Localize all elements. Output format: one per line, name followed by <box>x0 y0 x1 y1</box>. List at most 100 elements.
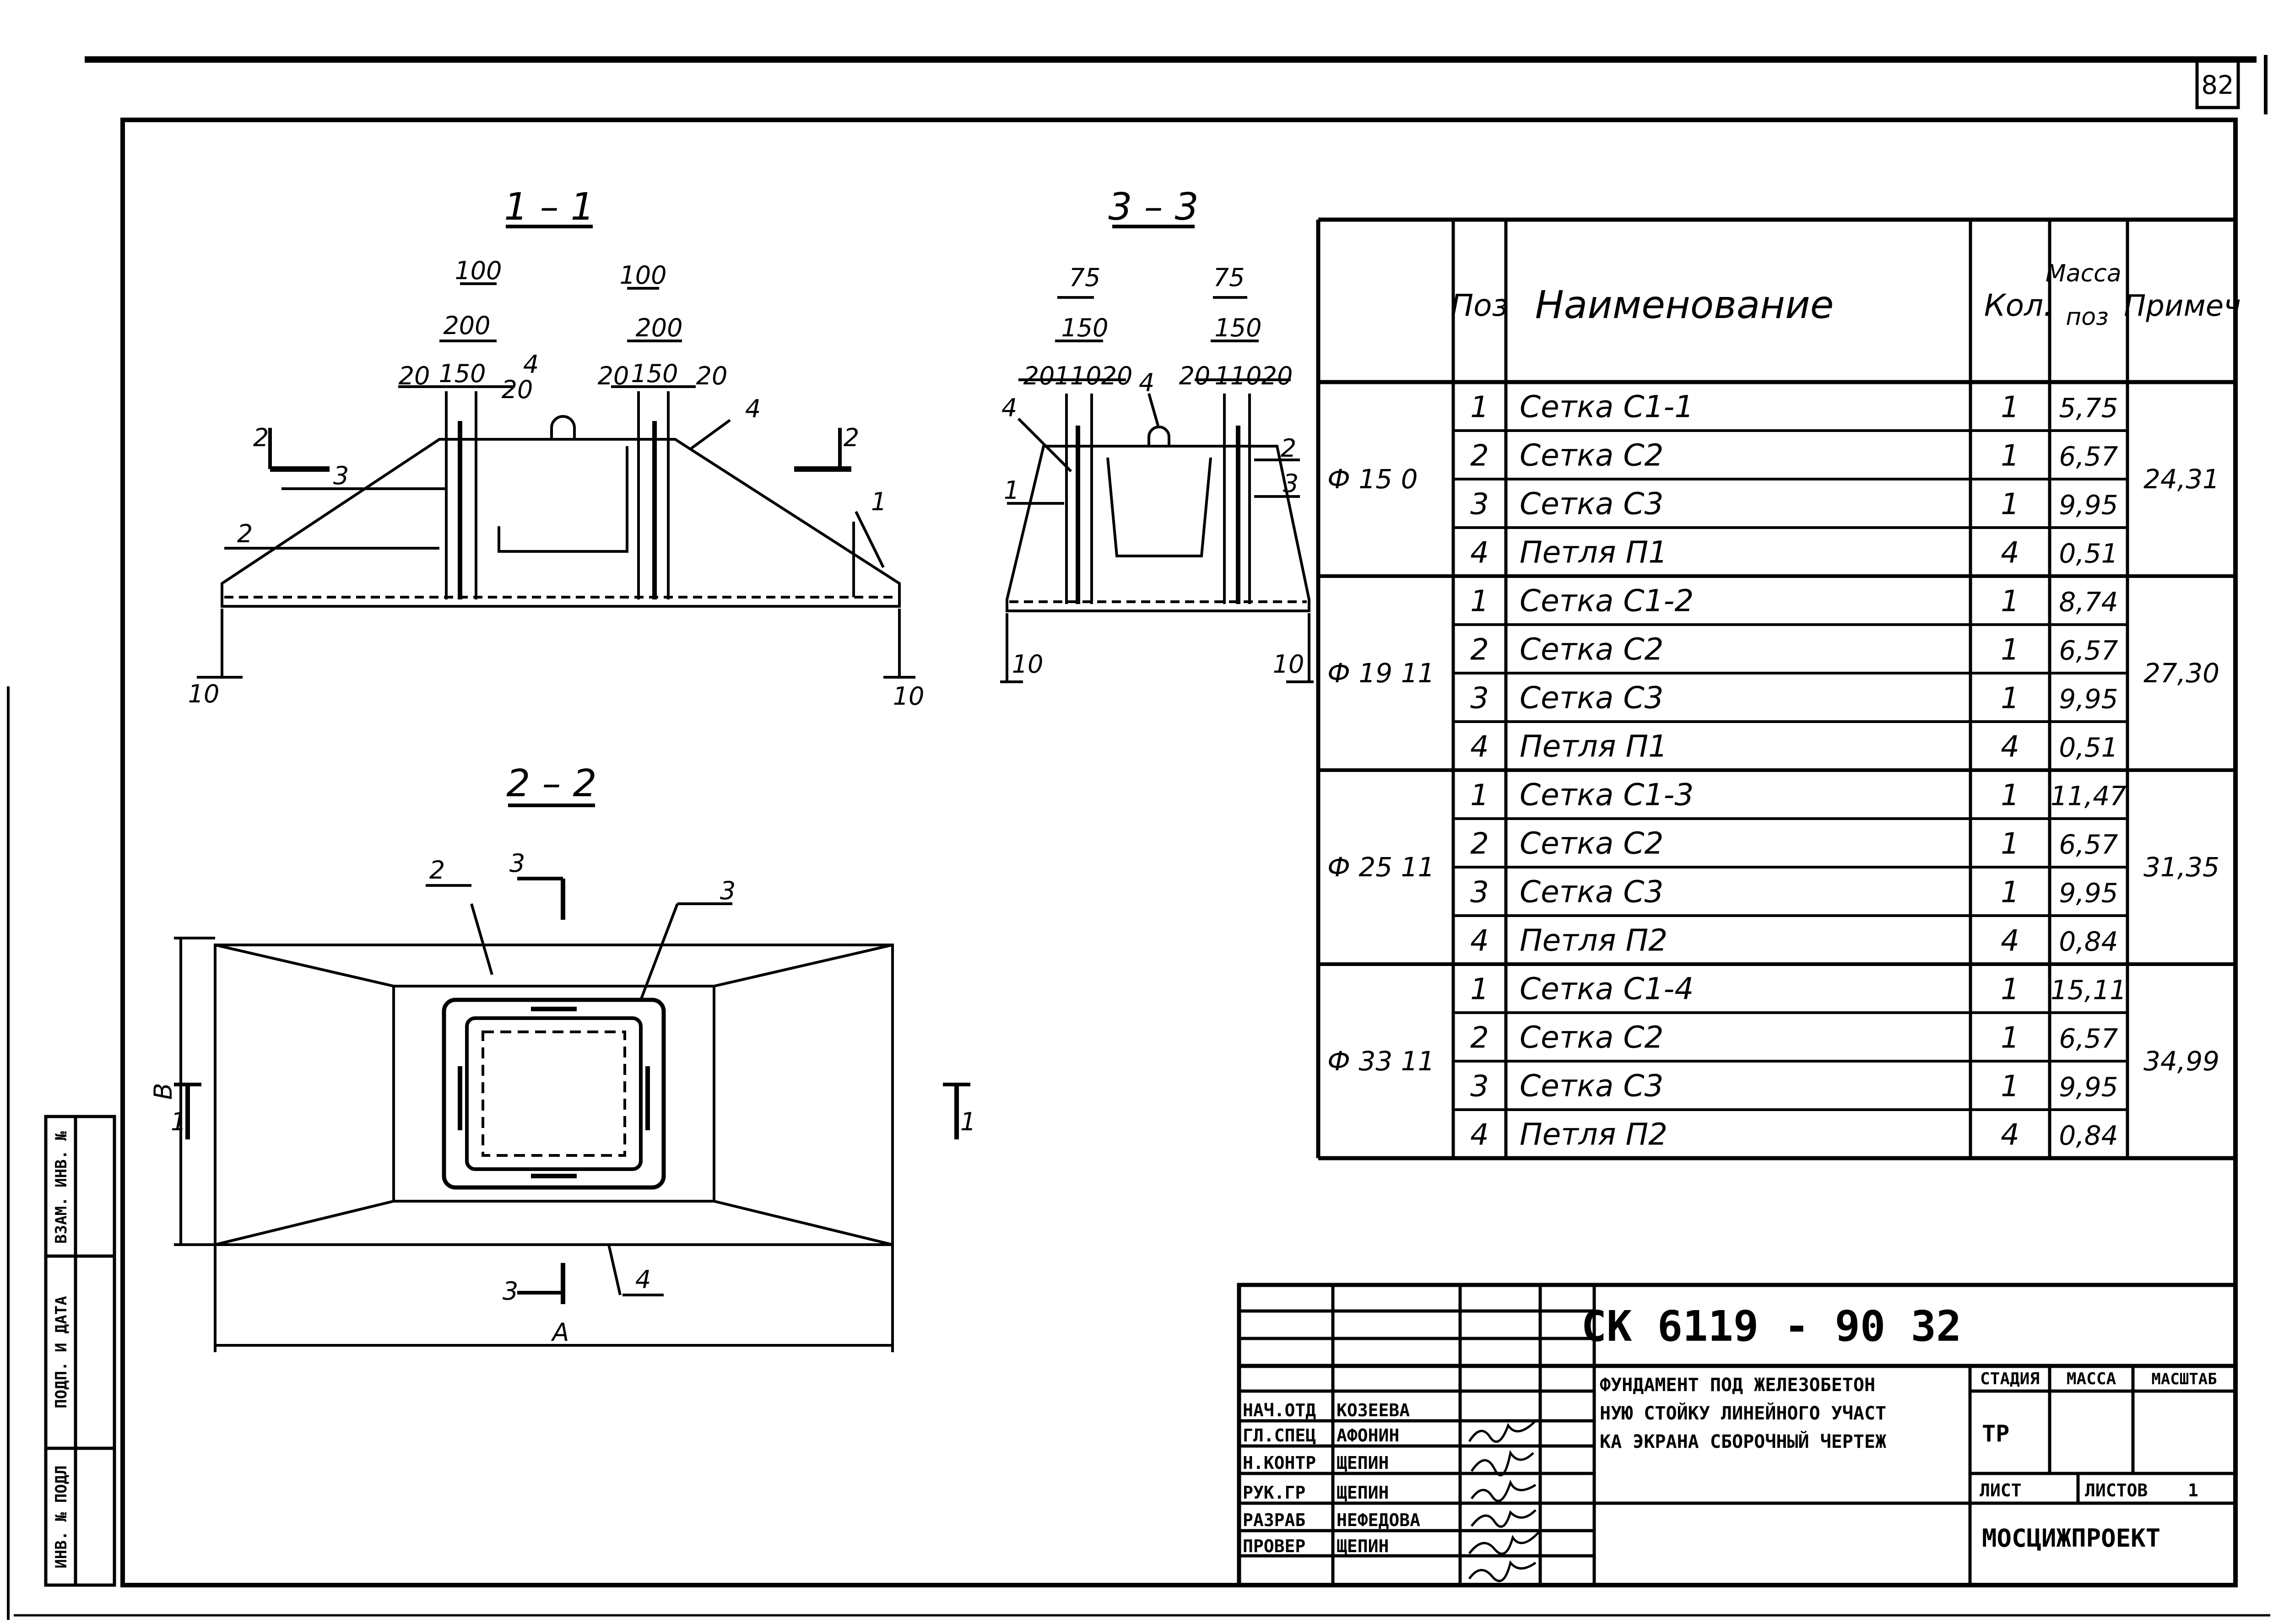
row-qty: 1 <box>2001 875 2019 909</box>
title-person: ЩЕПИН <box>1337 1483 1389 1503</box>
row-mass: 9,95 <box>2059 877 2118 908</box>
row-name: Петля П1 <box>1520 534 1667 570</box>
section-title-3-3: 3 – 3 <box>1108 185 1198 229</box>
row-name: Сетка С3 <box>1520 1068 1664 1103</box>
title-person: ЩЕПИН <box>1337 1536 1389 1556</box>
row-qty: 1 <box>2001 487 2019 521</box>
row-qty: 1 <box>2001 972 2019 1006</box>
row-name: Сетка С2 <box>1520 437 1664 473</box>
dim-20-f: 20 <box>1101 361 1133 390</box>
group-total: 31,35 <box>2143 852 2219 883</box>
dim-100-a: 100 <box>455 256 502 285</box>
group-mark: Ф 15 0 <box>1327 464 1418 495</box>
section-3-3-labels: 75 150 110 20 20 75 150 110 20 20 10 10 … <box>1001 263 1304 679</box>
section-2-2-drawing <box>174 877 970 1352</box>
row-name: Сетка С1-3 <box>1520 777 1694 812</box>
row-mass: 8,74 <box>2059 586 2118 617</box>
dim-150-b: 150 <box>631 359 678 388</box>
signature-6 <box>1468 1560 1537 1582</box>
cut-label-2-right: 2 <box>844 423 859 452</box>
spec-table-header: Поз Наименование Кол. Масса поз Примеч <box>1451 260 2241 331</box>
sheets-label: ЛИСТОВ <box>2085 1480 2148 1500</box>
title-role: РАЗРАБ <box>1243 1510 1305 1530</box>
callout-3: 3 <box>333 461 349 490</box>
section-1-1-drawing <box>197 282 915 679</box>
row-qty: 1 <box>2001 1069 2019 1103</box>
row-qty: 4 <box>2001 1118 2019 1152</box>
row-mass: 11,47 <box>2051 780 2127 811</box>
row-name: Сетка С1-2 <box>1520 583 1694 618</box>
title-line-3: КА ЭКРАНА СБОРОЧНЫЙ ЧЕРТЕЖ <box>1600 1430 1886 1452</box>
dim-10-right-33: 10 <box>1273 650 1304 679</box>
stamp-sign-label: ПОДП. И ДАТА <box>52 1296 70 1408</box>
sheets-value: 1 <box>2188 1480 2198 1500</box>
dim-150-d: 150 <box>1214 313 1261 342</box>
title-line-2: НУЮ СТОЙКУ ЛИНЕЙНОГО УЧАСТ <box>1600 1402 1886 1424</box>
header-qty: Кол. <box>1984 288 2053 323</box>
scale-label: МАСШТАБ <box>2151 1370 2217 1388</box>
stamp-inv-label: ИНВ. № ПОДЛ <box>52 1465 70 1568</box>
row-name: Сетка С1-4 <box>1520 971 1694 1006</box>
row-name: Сетка С1-1 <box>1520 389 1694 424</box>
mass-label: МАССА <box>2067 1370 2116 1388</box>
row-pos: 1 <box>1470 778 1489 812</box>
dim-150-a: 150 <box>438 359 486 388</box>
row-pos: 4 <box>1470 924 1489 958</box>
row-pos: 3 <box>1470 875 1489 909</box>
plan-cut-1-left: 1 <box>171 1107 186 1136</box>
dim-20-a: 20 <box>399 361 430 390</box>
dim-200-b: 200 <box>635 313 682 342</box>
dim-75-b: 75 <box>1213 263 1245 292</box>
callout-4-33a: 4 <box>1001 394 1017 422</box>
sheet-number-box: 82 <box>2195 59 2240 109</box>
row-pos: 3 <box>1470 487 1489 521</box>
plan-dim-B: B <box>149 1083 178 1100</box>
row-pos: 3 <box>1470 681 1489 715</box>
side-stamp <box>44 1115 116 1587</box>
plan-callout-4: 4 <box>635 1265 651 1294</box>
row-mass: 0,84 <box>2059 1120 2118 1151</box>
row-name: Петля П2 <box>1520 1117 1667 1152</box>
dim-150-c: 150 <box>1061 313 1108 342</box>
row-mass: 0,51 <box>2059 732 2118 763</box>
row-mass: 9,95 <box>2059 683 2118 714</box>
title-person: НЕФЕДОВА <box>1337 1510 1420 1530</box>
group-total: 27,30 <box>2143 658 2219 689</box>
side-stamp-text: ВЗАМ. ИНВ. № ПОДП. И ДАТА ИНВ. № ПОДЛ <box>52 1131 70 1569</box>
row-qty: 1 <box>2001 827 2019 861</box>
row-qty: 1 <box>2001 1021 2019 1055</box>
row-pos: 1 <box>1470 972 1489 1006</box>
row-name: Сетка С3 <box>1520 874 1664 909</box>
section-titles: 1 – 1 3 – 3 2 – 2 <box>504 185 1199 807</box>
row-pos: 4 <box>1470 536 1489 570</box>
plan-cut-3-bottom: 3 <box>503 1277 518 1306</box>
plan-cut-1-right: 1 <box>960 1107 976 1136</box>
dim-4: 4 <box>523 350 539 379</box>
dim-110-a: 110 <box>1054 361 1101 390</box>
row-qty: 1 <box>2001 778 2019 812</box>
row-name: Сетка С2 <box>1520 1020 1664 1055</box>
organization-name: МОСЦИЖПРОЕКТ <box>1982 1524 2160 1553</box>
title-role: ГЛ.СПЕЦ <box>1243 1425 1316 1446</box>
group-total: 34,99 <box>2143 1046 2219 1077</box>
row-name: Петля П2 <box>1520 923 1667 958</box>
row-qty: 1 <box>2001 439 2019 473</box>
row-qty: 1 <box>2001 390 2019 424</box>
plan-dim-A: A <box>551 1318 569 1347</box>
row-mass: 15,11 <box>2051 974 2127 1005</box>
dim-75-a: 75 <box>1069 263 1101 292</box>
callout-1-33: 1 <box>1004 476 1019 505</box>
section-title-2-2: 2 – 2 <box>506 762 596 805</box>
signature-1 <box>1468 1420 1537 1443</box>
title-role: РУК.ГР <box>1243 1483 1305 1503</box>
header-name: Наименование <box>1535 282 1834 327</box>
row-name: Сетка С2 <box>1520 631 1664 667</box>
title-person: ЩЕПИН <box>1337 1453 1389 1473</box>
title-block-text: СК 6119 - 90 32 ФУНДАМЕНТ ПОД ЖЕЛЕЗОБЕТО… <box>1243 1302 2217 1556</box>
dim-10-right: 10 <box>893 682 925 711</box>
row-mass: 0,84 <box>2059 926 2118 957</box>
group-mark: Ф 19 11 <box>1327 658 1434 689</box>
header-mass-line2: поз <box>2066 303 2108 331</box>
